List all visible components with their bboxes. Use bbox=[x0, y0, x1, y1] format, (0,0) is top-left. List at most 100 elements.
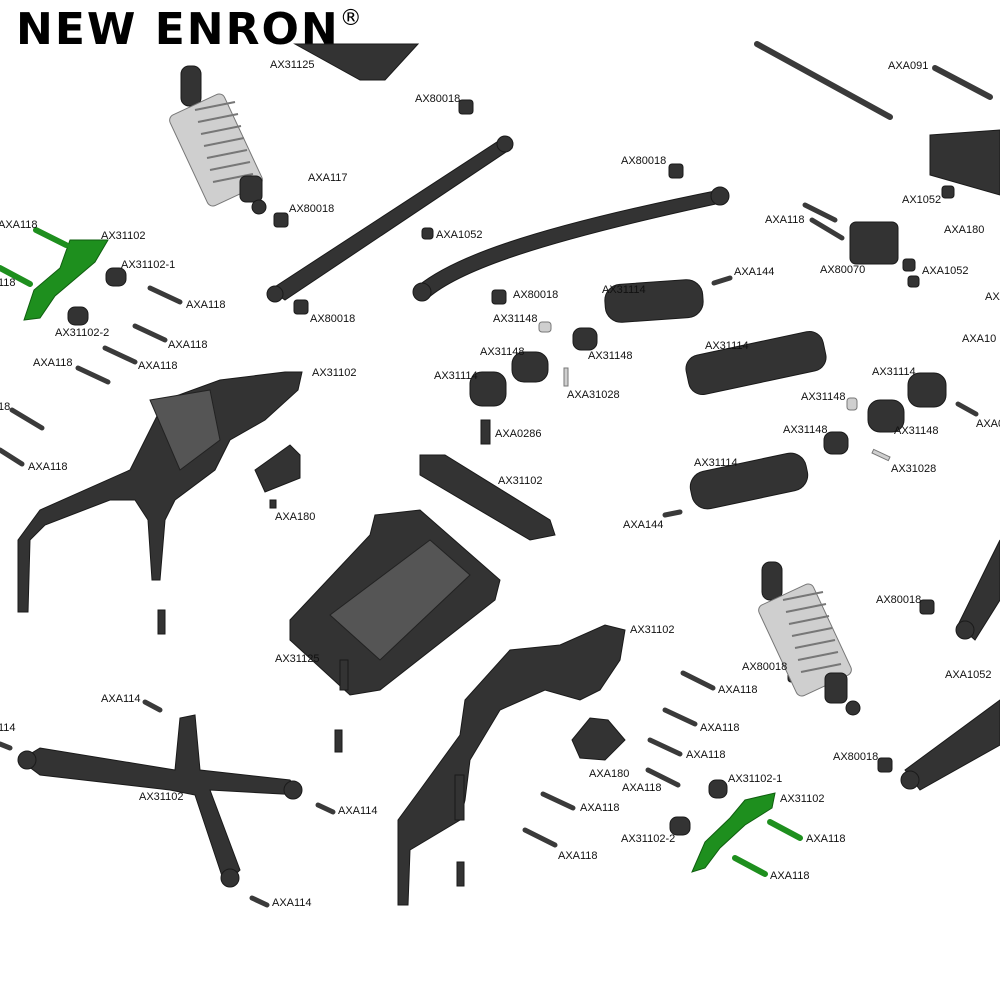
part-label: AX31114 bbox=[705, 340, 749, 352]
part-label: AXA118 bbox=[770, 870, 810, 882]
screws-left bbox=[0, 285, 183, 467]
part-label: AX31114 bbox=[694, 457, 738, 469]
part-label: AX31125 bbox=[275, 653, 319, 665]
part-label: AX31028 bbox=[891, 463, 936, 475]
left-bushings bbox=[67, 267, 127, 326]
part-label: AXA180 bbox=[275, 511, 315, 523]
axle-tubes bbox=[469, 279, 947, 510]
part-label: AXA118 bbox=[168, 339, 208, 351]
brand-name: NEW ENRON bbox=[16, 4, 340, 55]
part-label: AXA118 bbox=[622, 782, 662, 794]
part-label: AXA118 bbox=[33, 357, 73, 369]
part-label: AXA1 bbox=[985, 291, 1000, 303]
part-label: AXA31028 bbox=[567, 389, 620, 401]
servo-mount-axa180 bbox=[254, 444, 301, 493]
part-label: AXA118 bbox=[138, 360, 178, 372]
shock-absorber-bottom bbox=[758, 561, 861, 716]
screws-bottom-left bbox=[0, 699, 336, 908]
part-label: AX80070 bbox=[820, 264, 865, 276]
part-label: AX31148 bbox=[493, 313, 537, 325]
part-label: AX80018 bbox=[876, 594, 921, 606]
servo-mount-axa180-lower bbox=[571, 717, 626, 761]
part-label: 114 bbox=[0, 722, 16, 734]
part-label: AX80018 bbox=[289, 203, 334, 215]
part-label: AXA118 bbox=[718, 684, 758, 696]
part-label: AX31102-2 bbox=[621, 833, 675, 845]
part-label: AXA144 bbox=[623, 519, 663, 531]
part-label: AXA1052 bbox=[922, 265, 968, 277]
roll-cage-right bbox=[397, 624, 626, 906]
part-label: AXA118 bbox=[765, 214, 805, 226]
part-label: AXA1052 bbox=[436, 229, 482, 241]
part-label: AX31102 bbox=[780, 793, 824, 805]
part-label: AX31102-1 bbox=[121, 259, 175, 271]
link-right-upper bbox=[957, 539, 1000, 641]
part-label: AX80018 bbox=[833, 751, 878, 763]
part-label: AXA1052 bbox=[945, 669, 991, 681]
part-label: AX1052 bbox=[902, 194, 941, 206]
part-label: AXA180 bbox=[944, 224, 984, 236]
part-label: AX80018 bbox=[742, 661, 787, 673]
part-label: AXA144 bbox=[734, 266, 774, 278]
part-label: 118 bbox=[0, 277, 16, 289]
green-brace-left bbox=[0, 227, 109, 321]
part-label: AXA0 bbox=[976, 418, 1000, 430]
brand-logo: NEW ENRON® bbox=[16, 8, 364, 52]
part-label: AX31102 bbox=[139, 791, 183, 803]
part-label: AXA118 bbox=[700, 722, 740, 734]
top-plate-fragment bbox=[293, 43, 420, 81]
part-label: AXA117 bbox=[308, 172, 348, 184]
center-frame bbox=[289, 454, 556, 696]
registered-mark: ® bbox=[339, 6, 364, 31]
metal-pins bbox=[480, 321, 891, 518]
part-label: AX31114 bbox=[872, 366, 916, 378]
part-label: AX31102-2 bbox=[55, 327, 109, 339]
suspension-link-middle bbox=[412, 186, 730, 302]
bushing-lower-2 bbox=[669, 816, 691, 836]
part-label: AX31148 bbox=[783, 424, 827, 436]
suspension-link-left bbox=[266, 135, 514, 303]
part-label: AX31102 bbox=[498, 475, 542, 487]
bracket-ax80070 bbox=[849, 221, 899, 265]
roll-cage-left bbox=[17, 371, 303, 613]
part-label: AXA10 bbox=[962, 333, 996, 345]
part-label: 18 bbox=[0, 401, 10, 413]
part-label: AXA118 bbox=[186, 299, 226, 311]
center-bolts bbox=[157, 609, 465, 887]
part-label: AX31148 bbox=[480, 346, 524, 358]
part-label: AX80018 bbox=[513, 289, 558, 301]
part-label: AXA114 bbox=[272, 897, 312, 909]
link-right-lower bbox=[904, 699, 1000, 791]
part-label: AXA118 bbox=[28, 461, 68, 473]
part-label: AXA118 bbox=[558, 850, 598, 862]
part-label: AX31102-1 bbox=[728, 773, 782, 785]
part-label: AX80018 bbox=[310, 313, 355, 325]
part-label: AXA091 bbox=[888, 60, 928, 72]
part-label: AX80018 bbox=[415, 93, 460, 105]
part-label: AXA0286 bbox=[495, 428, 541, 440]
screws-center-right bbox=[522, 670, 716, 848]
screws-right bbox=[711, 202, 979, 417]
part-label: AX31102 bbox=[312, 367, 356, 379]
green-brace-right bbox=[691, 792, 803, 877]
part-label: AXA118 bbox=[0, 219, 38, 231]
part-label: AX80018 bbox=[621, 155, 666, 167]
part-label: AXA118 bbox=[686, 749, 726, 761]
part-label: AX31125 bbox=[270, 59, 314, 71]
part-label: AX31102 bbox=[630, 624, 674, 636]
axle-housing-right bbox=[929, 129, 1000, 196]
part-label: AX31114 bbox=[434, 370, 478, 382]
part-label: AX31114 bbox=[602, 284, 646, 296]
bushing-lower-1 bbox=[708, 779, 728, 799]
part-label: AXA118 bbox=[806, 833, 846, 845]
part-label: AX31148 bbox=[894, 425, 938, 437]
shock-absorber-top bbox=[169, 65, 267, 215]
part-label: AX31148 bbox=[801, 391, 845, 403]
part-label: AX31148 bbox=[588, 350, 632, 362]
part-label: AXA180 bbox=[589, 768, 629, 780]
part-label: AX31102 bbox=[101, 230, 145, 242]
part-label: AXA114 bbox=[101, 693, 141, 705]
drive-shaft bbox=[754, 41, 893, 120]
